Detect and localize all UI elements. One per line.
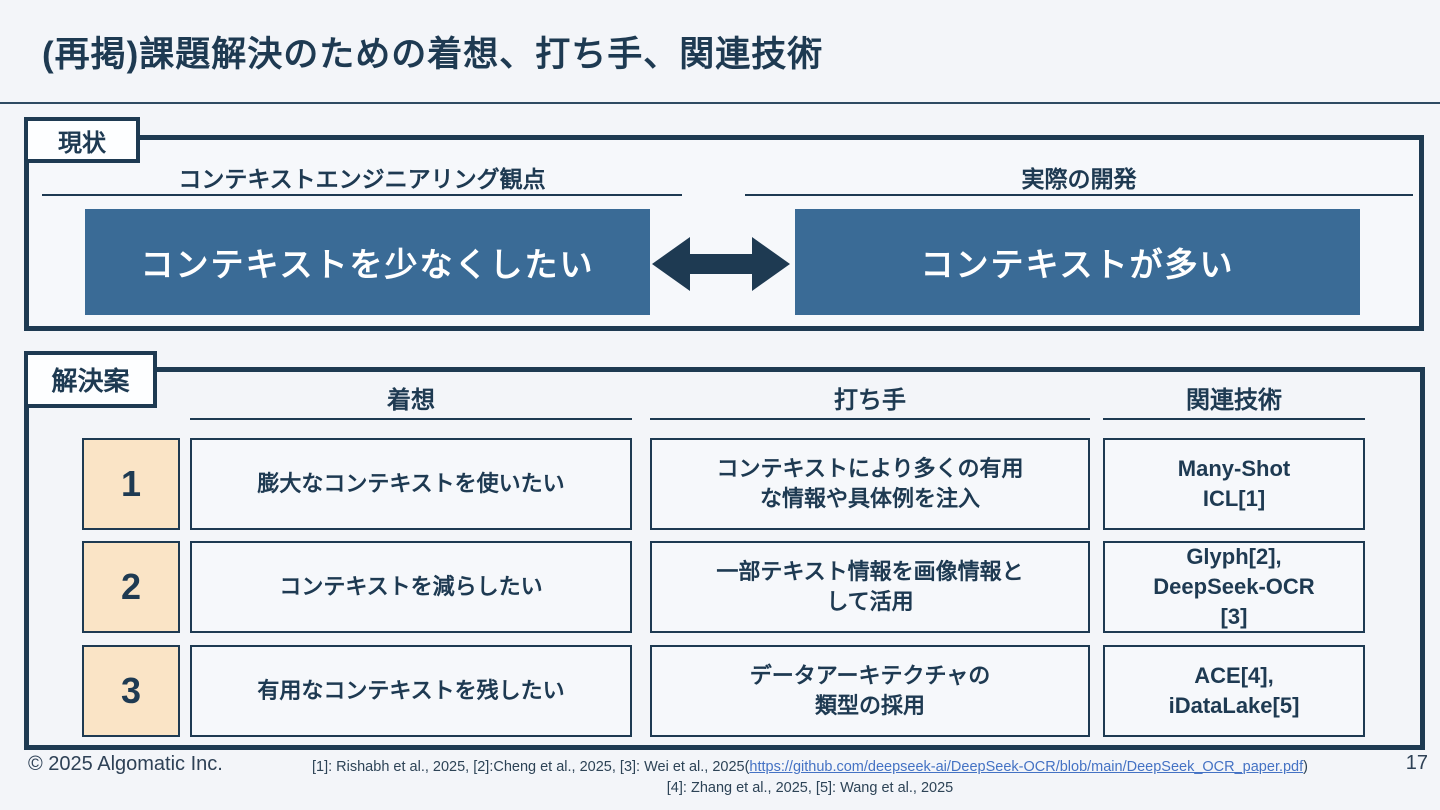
- idea-cell: 有用なコンテキストを残したい: [190, 645, 632, 737]
- measure-cell: データアーキテクチャの 類型の採用: [650, 645, 1090, 737]
- much-context-box: コンテキストが多い: [795, 209, 1360, 315]
- measure-column-header: 打ち手: [650, 380, 1090, 420]
- idea-cell: コンテキストを減らしたい: [190, 541, 632, 633]
- actual-development-header: 実際の開発: [745, 160, 1413, 196]
- row-number-badge: 1: [82, 438, 180, 530]
- page-number: 17: [1405, 752, 1428, 774]
- row-number-badge: 3: [82, 645, 180, 737]
- technology-column-header: 関連技術: [1103, 380, 1365, 420]
- title-divider: [0, 102, 1440, 104]
- solution-label: 解決案: [24, 351, 157, 408]
- want-less-context-box: コンテキストを少なくしたい: [85, 209, 650, 315]
- technology-cell: ACE[4], iDataLake[5]: [1103, 645, 1365, 737]
- measure-cell: 一部テキスト情報を画像情報と して活用: [650, 541, 1090, 633]
- idea-column-header: 着想: [190, 380, 632, 420]
- references-line2: [4]: Zhang et al., 2025, [5]: Wang et al…: [666, 780, 954, 797]
- double-headed-arrow-icon: [652, 235, 790, 293]
- row-number-badge: 2: [82, 541, 180, 633]
- references-line1-prefix: [1]: Rishabh et al., 2025, [2]:Cheng et …: [312, 759, 750, 775]
- references-text: [1]: Rishabh et al., 2025, [2]:Cheng et …: [240, 757, 1380, 799]
- idea-cell: 膨大なコンテキストを使いたい: [190, 438, 632, 530]
- technology-cell: Glyph[2], DeepSeek-OCR [3]: [1103, 541, 1365, 633]
- current-state-label: 現状: [24, 117, 140, 163]
- context-engineering-header: コンテキストエンジニアリング観点: [42, 160, 682, 196]
- solution-box: 着想 打ち手 関連技術 1 膨大なコンテキストを使いたい コンテキストにより多く…: [24, 367, 1425, 750]
- references-line1-suffix: ): [1303, 759, 1308, 775]
- current-state-box: コンテキストエンジニアリング観点 実際の開発 コンテキストを少なくしたい コンテ…: [24, 135, 1424, 331]
- technology-cell: Many-Shot ICL[1]: [1103, 438, 1365, 530]
- copyright-text: © 2025 Algomatic Inc.: [28, 753, 223, 775]
- deepseek-ocr-paper-link[interactable]: https://github.com/deepseek-ai/DeepSeek-…: [749, 759, 1304, 775]
- page-title: (再掲)課題解決のための着想、打ち手、関連技術: [42, 35, 824, 74]
- measure-cell: コンテキストにより多くの有用 な情報や具体例を注入: [650, 438, 1090, 530]
